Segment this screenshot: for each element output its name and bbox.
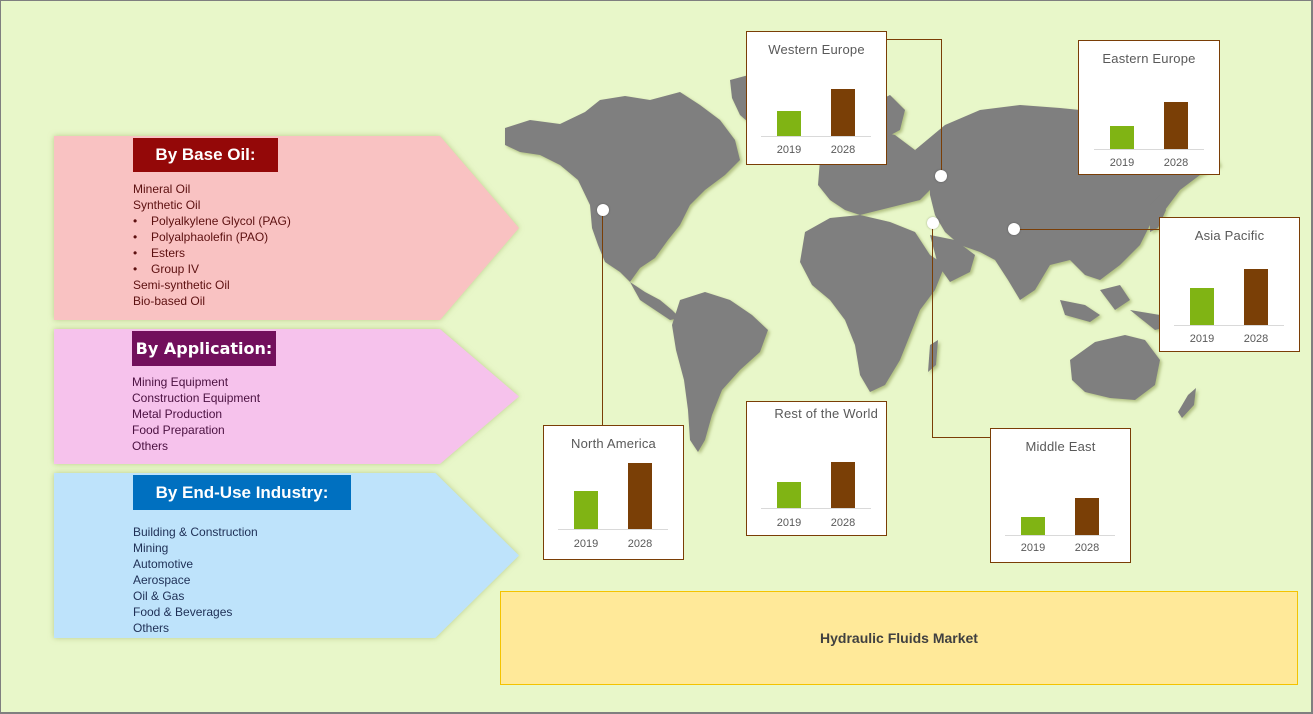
bullet-icon: • [133, 262, 138, 276]
year-label: 2019 [776, 144, 802, 156]
bar-2019 [1110, 126, 1134, 149]
connector-middle-east-v [932, 223, 933, 438]
arrow-shape [54, 329, 519, 464]
x-axis [761, 136, 871, 137]
segment-header: By Application: [132, 331, 276, 366]
bullet-icon: • [133, 214, 138, 228]
region-title: Asia Pacific [1194, 228, 1265, 243]
bar-2019 [574, 491, 598, 529]
year-label: 2028 [1074, 542, 1100, 554]
bullet-icon: • [133, 246, 138, 260]
list-item: Synthetic Oil [133, 198, 201, 212]
bullet-icon: • [133, 230, 138, 244]
bar-2019 [777, 111, 801, 136]
list-item: Oil & Gas [133, 589, 185, 603]
year-label: 2019 [1189, 333, 1215, 345]
region-card-western-europe: Western Europe 2019 2028 [746, 31, 887, 165]
bar-2028 [1164, 102, 1188, 149]
list-item: Food Preparation [132, 423, 225, 437]
bar-2028 [628, 463, 652, 529]
list-item: Others [133, 621, 170, 635]
connector-western-europe-v [941, 39, 942, 175]
list-item: •Polyalphaolefin (PAO) [133, 230, 269, 244]
region-card-asia-pacific: Asia Pacific 2019 2028 [1159, 217, 1300, 352]
bar-2019 [777, 482, 801, 508]
list-item: Building & Construction [133, 525, 258, 539]
list-item: Mining Equipment [132, 375, 229, 389]
connector-asia-pacific [1014, 229, 1160, 230]
region-card-north-america: North America 2019 2028 [543, 425, 684, 560]
region-card-middle-east: Middle East 2019 2028 [990, 428, 1131, 563]
market-title: Hydraulic Fluids Market [820, 630, 978, 646]
year-label: 2028 [1163, 157, 1189, 169]
year-label: 2028 [627, 538, 653, 550]
year-label: 2019 [573, 538, 599, 550]
segment-base-oil: By Base Oil: Mineral Oil Synthetic Oil •… [54, 136, 519, 320]
connector-middle-east-h [932, 437, 991, 438]
bar-2019 [1021, 517, 1045, 535]
x-axis [1174, 325, 1284, 326]
segment-list: Building & Construction Mining Automotiv… [133, 524, 258, 636]
bar-2019 [1190, 288, 1214, 325]
region-card-eastern-europe: Eastern Europe 2019 2028 [1078, 40, 1220, 175]
marker-asia-pacific [1008, 223, 1020, 235]
year-label: 2019 [1109, 157, 1135, 169]
bar-2028 [1244, 269, 1268, 325]
bar-2028 [831, 462, 855, 508]
list-item: Mining [133, 541, 169, 555]
market-title-box: Hydraulic Fluids Market [500, 591, 1298, 685]
region-title: Middle East [1025, 439, 1096, 454]
region-title: Rest of the World [774, 406, 878, 421]
marker-middle-east [927, 217, 939, 229]
list-item: •Group IV [133, 262, 200, 276]
segment-list: Mining Equipment Construction Equipment … [132, 374, 260, 454]
connector-north-america [602, 210, 603, 426]
x-axis [1094, 149, 1204, 150]
region-card-rest-of-the-world: Rest of the World 2019 2028 [746, 401, 887, 536]
list-item: Others [132, 439, 169, 453]
list-item: •Polyalkylene Glycol (PAG) [133, 214, 291, 228]
list-item: Semi-synthetic Oil [133, 278, 230, 292]
year-label: 2019 [1020, 542, 1046, 554]
year-label: 2019 [776, 517, 802, 529]
list-item: Mineral Oil [133, 182, 191, 196]
list-item: Aerospace [133, 573, 191, 587]
bar-2028 [1075, 498, 1099, 535]
year-label: 2028 [830, 144, 856, 156]
region-title: North America [571, 436, 656, 451]
list-item: Food & Beverages [133, 605, 233, 619]
marker-western-europe [935, 170, 947, 182]
list-item: Automotive [133, 557, 194, 571]
year-label: 2028 [1243, 333, 1269, 345]
list-item: Bio-based Oil [133, 294, 206, 308]
marker-north-america [597, 204, 609, 216]
list-item: •Esters [133, 246, 186, 260]
year-label: 2028 [830, 517, 856, 529]
arrow-shape [54, 136, 519, 320]
region-title: Western Europe [768, 42, 865, 57]
segment-header: By Base Oil: [133, 138, 278, 172]
segment-header: By End-Use Industry: [133, 475, 351, 510]
x-axis [761, 508, 871, 509]
connector-western-europe-h [886, 39, 942, 40]
bar-2028 [831, 89, 855, 136]
segment-end-use-industry: By End-Use Industry: Building & Construc… [54, 473, 519, 638]
segment-application: By Application: Mining Equipment Constru… [54, 329, 519, 464]
x-axis [1005, 535, 1115, 536]
x-axis [558, 529, 668, 530]
list-item: Metal Production [132, 407, 223, 421]
segment-list: Mineral Oil Synthetic Oil •Polyalkylene … [133, 181, 291, 309]
region-title: Eastern Europe [1102, 51, 1196, 66]
list-item: Construction Equipment [132, 391, 261, 405]
